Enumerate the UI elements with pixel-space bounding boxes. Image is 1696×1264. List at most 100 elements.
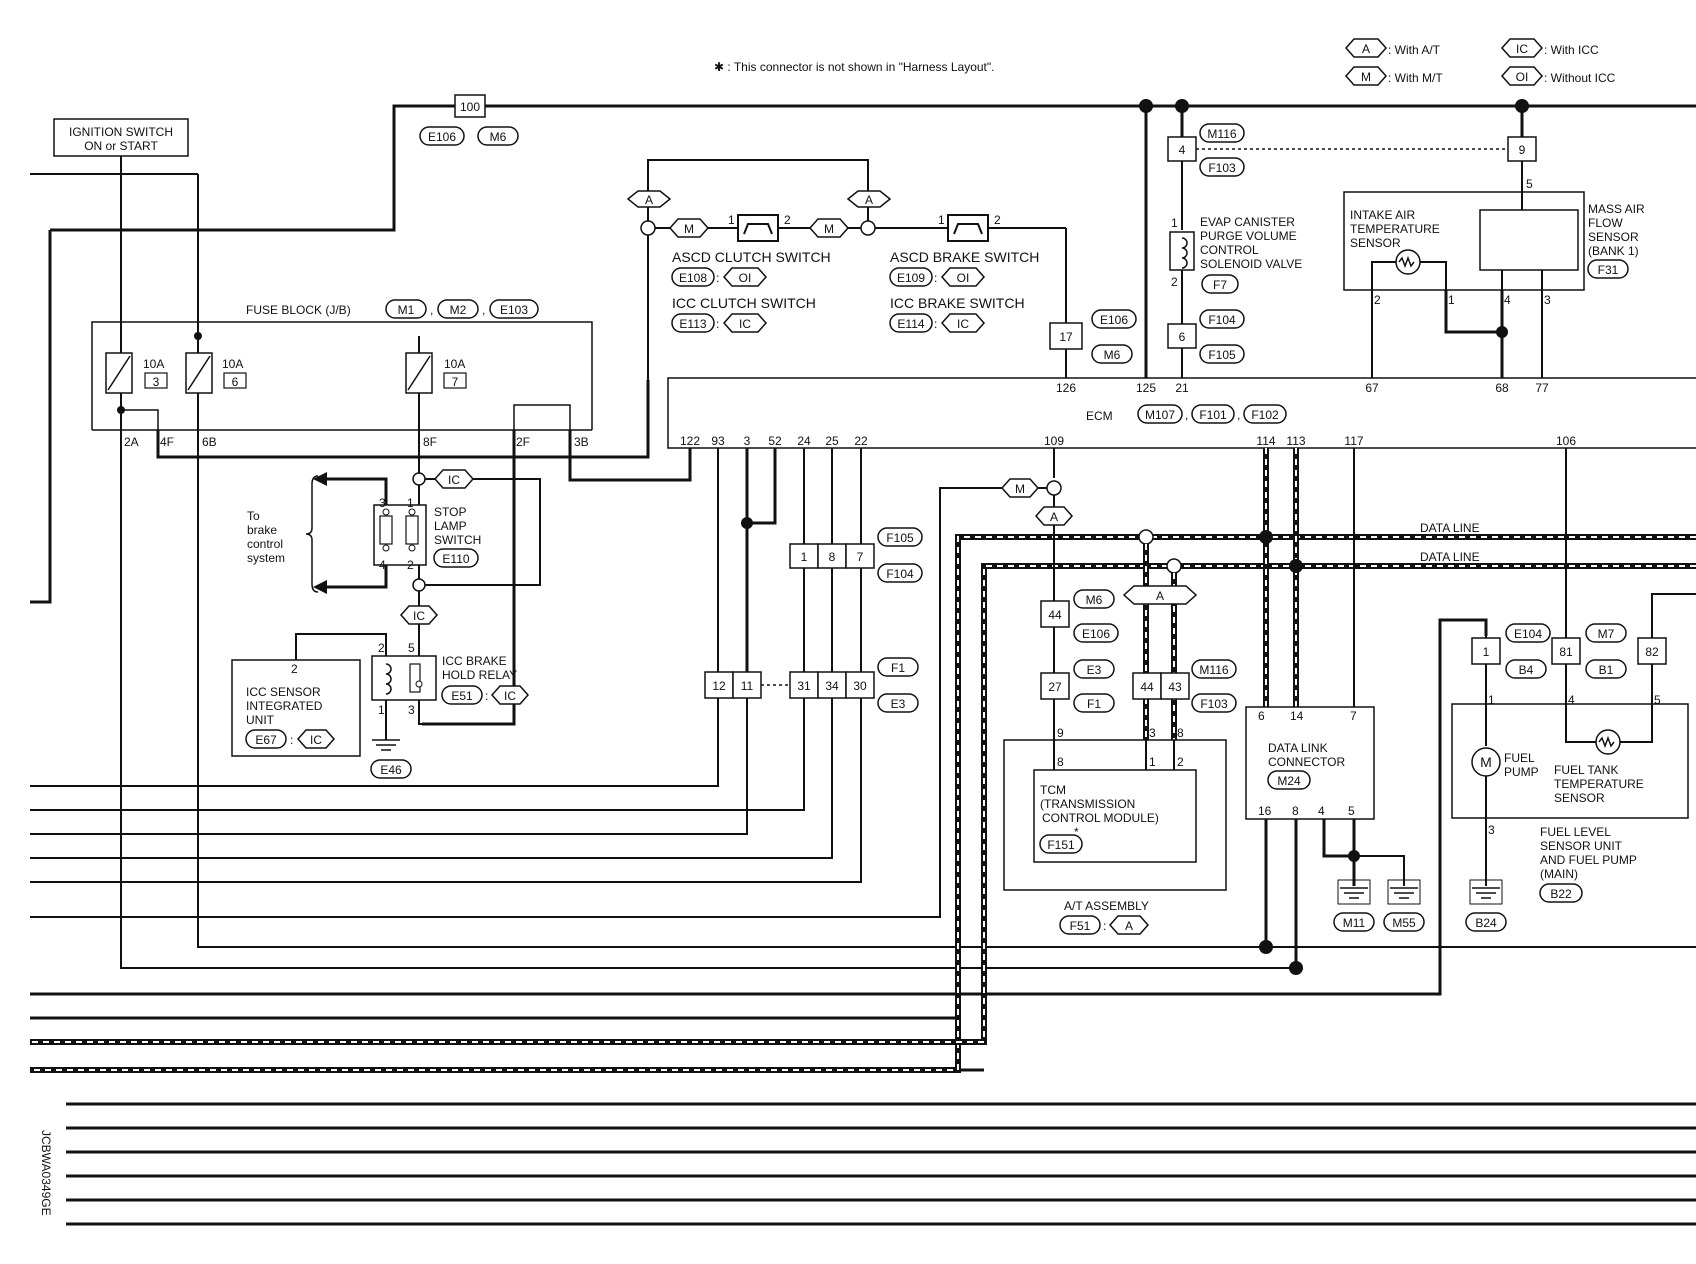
switch-node <box>860 220 876 236</box>
splice-dot <box>1515 99 1529 113</box>
svg-text:FUEL: FUEL <box>1504 751 1535 765</box>
svg-text:113: 113 <box>1286 434 1305 448</box>
switch-node <box>412 578 426 592</box>
svg-text:SENSOR: SENSOR <box>1350 236 1401 250</box>
svg-text:2: 2 <box>407 558 414 572</box>
svg-text:E114: E114 <box>897 317 924 331</box>
svg-text:114: 114 <box>1256 434 1275 448</box>
svg-text:F104: F104 <box>1208 313 1236 327</box>
svg-text:34: 34 <box>825 679 839 693</box>
svg-text:6B: 6B <box>202 435 217 449</box>
svg-text:F31: F31 <box>1598 263 1619 277</box>
svg-text:MASS AIR: MASS AIR <box>1588 202 1645 216</box>
svg-text:4: 4 <box>1318 804 1325 818</box>
splice-dot <box>1259 940 1273 954</box>
svg-text:OI: OI <box>957 271 970 285</box>
data-joint-44-43: A 44 43 M116 F103 3 8 1 2 <box>1122 529 1237 770</box>
svg-text:A: A <box>645 193 653 207</box>
fuel-level-sensor-unit: 1 E104 B4 81 M7 B1 82 1 4 5 M 3 FUEL PUM… <box>1451 448 1696 932</box>
svg-text:E106: E106 <box>1100 313 1128 327</box>
svg-text:IC: IC <box>739 317 751 331</box>
svg-text:To: To <box>247 509 260 523</box>
svg-text:E3: E3 <box>1087 663 1102 677</box>
svg-text:1: 1 <box>407 496 414 510</box>
svg-text:SOLENOID VALVE: SOLENOID VALVE <box>1200 257 1302 271</box>
connector-row-12-30: 12 11 31 34 30 F1 E3 <box>704 657 919 713</box>
svg-text:7: 7 <box>857 550 864 564</box>
legend-a-code: A <box>1362 42 1370 56</box>
svg-text:CONNECTOR: CONNECTOR <box>1268 755 1345 769</box>
svg-text:3: 3 <box>1544 293 1551 307</box>
svg-text:3: 3 <box>379 496 386 510</box>
legend-m-text: : With M/T <box>1388 71 1443 85</box>
svg-text:SWITCH: SWITCH <box>434 533 481 547</box>
ascd-clutch-switch-label: ASCD CLUTCH SWITCH <box>672 249 831 265</box>
splice-dot <box>741 517 753 529</box>
fuse-to-ecm-wiring <box>156 380 692 482</box>
svg-text:8: 8 <box>1292 804 1299 818</box>
svg-text:M116: M116 <box>1199 663 1228 677</box>
svg-text:4: 4 <box>1179 143 1186 157</box>
marker-m-hex: M <box>808 218 850 238</box>
motor-glyph: M <box>1480 754 1492 770</box>
svg-text:9: 9 <box>1057 726 1064 740</box>
svg-text:IGNITION SWITCH: IGNITION SWITCH <box>69 125 173 139</box>
svg-text:F101: F101 <box>1199 408 1227 422</box>
svg-text::: : <box>290 733 293 747</box>
icc-brake-hold-relay: IC 2 5 1 3 E46 ICC BRAKE HOLD RELAY E51 … <box>295 605 530 779</box>
svg-text:5: 5 <box>1654 693 1661 707</box>
svg-text:122: 122 <box>680 434 700 448</box>
legend-ic-text: : With ICC <box>1544 43 1599 57</box>
switch-node <box>1138 529 1154 545</box>
svg-text:F102: F102 <box>1251 408 1279 422</box>
stop-lamp-switch: IC 3 1 4 2 STOP LAMP SWITCH E110 <box>313 430 541 726</box>
mass-air-flow-sensor: 9 5 INTAKE AIR TEMPERATURE SENSOR 2 1 4 … <box>1343 136 1645 378</box>
svg-text:27: 27 <box>1048 680 1062 694</box>
legend-oi-hex: OI <box>1500 66 1544 86</box>
dlc-label: DATA LINK <box>1268 741 1328 755</box>
svg-text:M: M <box>684 222 694 236</box>
svg-text:10A: 10A <box>222 357 243 371</box>
svg-text:ICC SENSOR: ICC SENSOR <box>246 685 321 699</box>
svg-text:3: 3 <box>744 434 751 448</box>
legend-oi-code: OI <box>1516 70 1529 84</box>
svg-text:SENSOR: SENSOR <box>1588 230 1639 244</box>
svg-text:IC: IC <box>448 473 460 487</box>
svg-text:M11: M11 <box>1343 916 1366 930</box>
svg-text:F51: F51 <box>1070 919 1091 933</box>
svg-text:6: 6 <box>1179 330 1186 344</box>
svg-text:44: 44 <box>1048 608 1062 622</box>
svg-text:M24: M24 <box>1277 774 1301 788</box>
svg-text:M1: M1 <box>398 303 415 317</box>
svg-text:12: 12 <box>712 679 726 693</box>
svg-text:SENSOR UNIT: SENSOR UNIT <box>1540 839 1623 853</box>
ignition-wiring <box>30 156 199 604</box>
legend-oi-text: : Without ICC <box>1544 71 1616 85</box>
svg-text:M55: M55 <box>1392 916 1416 930</box>
svg-text:E108: E108 <box>679 271 707 285</box>
marker-a-hex: A <box>626 190 672 208</box>
legend-m-code: M <box>1361 70 1371 84</box>
splice-dot <box>1175 99 1189 113</box>
svg-text:24: 24 <box>797 434 811 448</box>
svg-text:8: 8 <box>1057 755 1064 769</box>
svg-text:31: 31 <box>797 679 811 693</box>
svg-text:4: 4 <box>1568 693 1575 707</box>
svg-text:11: 11 <box>741 679 754 693</box>
svg-text:E103: E103 <box>500 303 528 317</box>
switch-node <box>640 220 656 236</box>
fuse-block: FUSE BLOCK (J/B) M1 , M2 , E103 10A 3 10… <box>91 299 593 449</box>
svg-text:3: 3 <box>1488 823 1495 837</box>
svg-text:14: 14 <box>1290 709 1304 723</box>
svg-text:30: 30 <box>853 679 867 693</box>
svg-text::: : <box>716 317 719 331</box>
ecm-label: ECM <box>1086 409 1113 423</box>
svg-text:FUEL TANK: FUEL TANK <box>1554 763 1618 777</box>
legend-ic-code: IC <box>1516 42 1528 56</box>
svg-text:4: 4 <box>1504 293 1511 307</box>
svg-text:IC: IC <box>413 609 425 623</box>
svg-text:25: 25 <box>825 434 839 448</box>
svg-text:9: 9 <box>1519 143 1526 157</box>
svg-text:1: 1 <box>378 703 385 717</box>
